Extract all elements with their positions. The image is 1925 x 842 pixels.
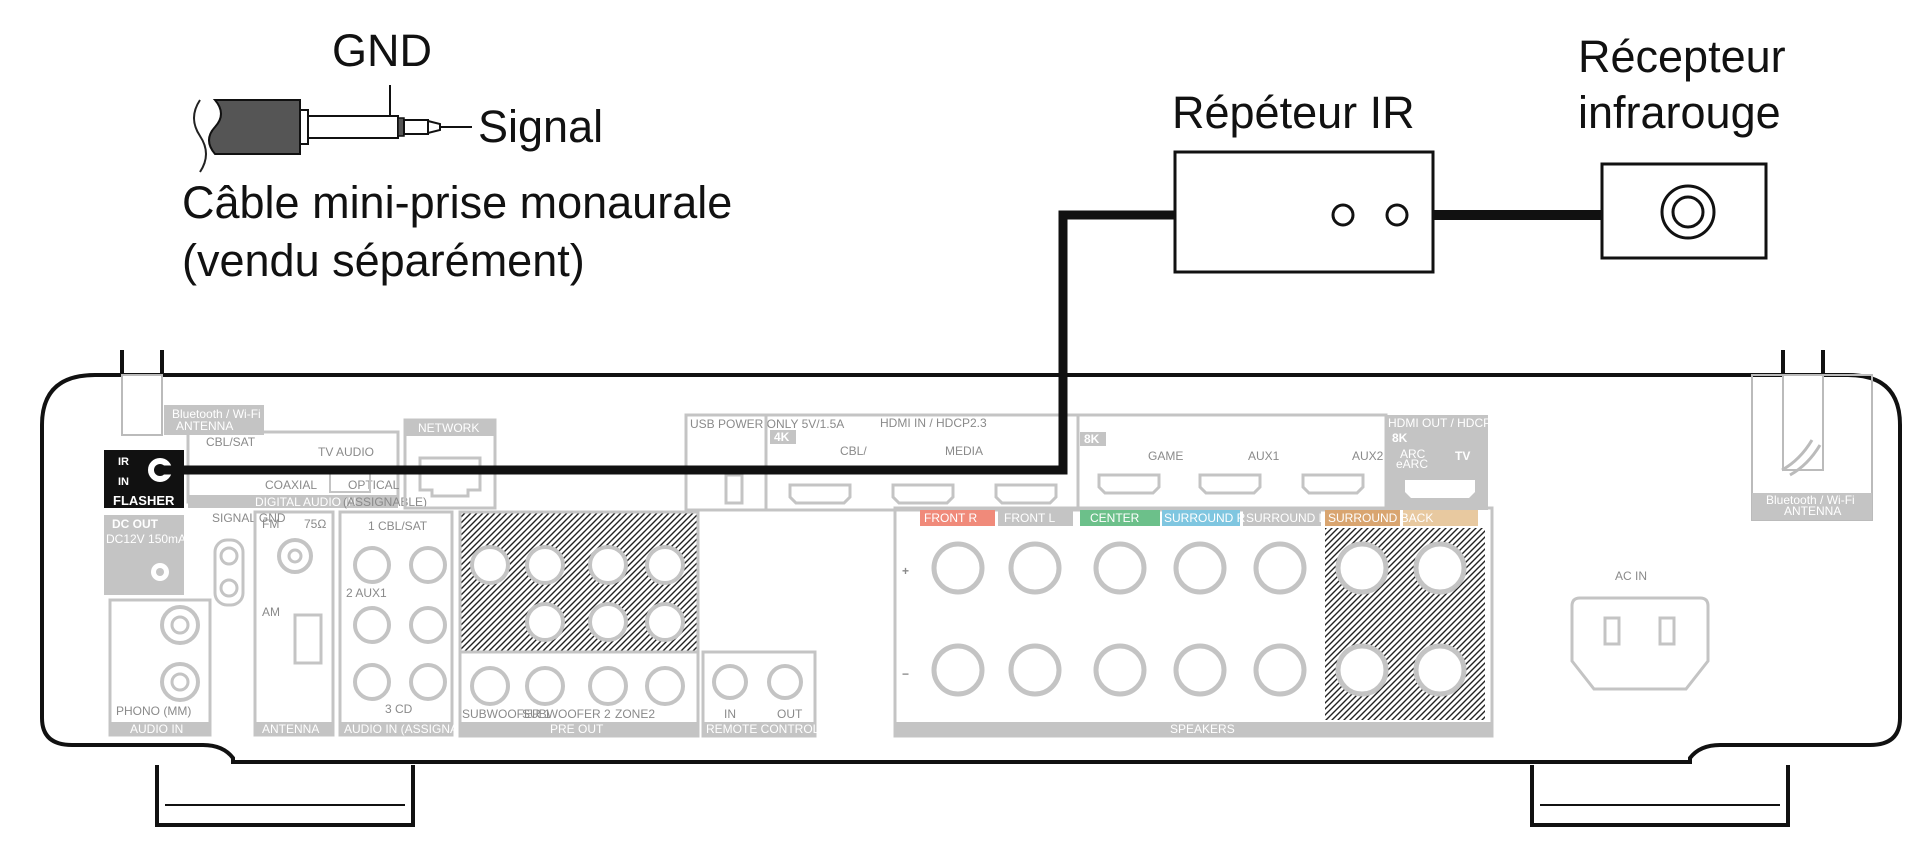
front-l-label: FRONT L: [1004, 511, 1055, 525]
pre-out-label: PRE OUT: [550, 722, 604, 736]
badge-8k-out: 8K: [1392, 431, 1408, 445]
arc-label: ARC: [1400, 447, 1426, 461]
flasher-label: FLASHER: [113, 493, 175, 508]
hdmi-out-label: HDMI OUT / HDCP2.3: [1388, 416, 1508, 430]
repeater-label: Répéteur IR: [1172, 87, 1415, 138]
audio-in-3-label: 3 CD: [385, 702, 413, 716]
surround-l-label: SURROUND L: [1246, 511, 1326, 525]
remote-control-label: REMOTE CONTROL: [706, 722, 820, 736]
cable-caption-line2: (vendu séparément): [182, 235, 585, 286]
speaker-minus-label: −: [902, 667, 909, 681]
hdmi-aux2-label: AUX2: [1352, 449, 1384, 463]
mini-plug-illustration: [193, 85, 472, 173]
coaxial-label: COAXIAL: [265, 478, 317, 492]
digital-audio-in-label: DIGITAL AUDIO IN: [255, 495, 356, 509]
hdmi-cbl-label: CBL/: [840, 444, 867, 458]
repeater-port-2: [1385, 203, 1409, 227]
cbl-sat-label: CBL/SAT: [206, 435, 256, 449]
subwoofer2-label: SUBWOOFER 2: [522, 707, 611, 721]
bt-antenna-label-left: Bluetooth / Wi-Fi: [172, 407, 261, 421]
surround-r-label: SURROUND R: [1164, 511, 1246, 525]
phono-label: PHONO (MM): [116, 704, 191, 718]
tv-audio-label: TV AUDIO: [318, 445, 374, 459]
hdmi-game-label: GAME: [1148, 449, 1183, 463]
ac-in-label: AC IN: [1615, 569, 1647, 583]
rc-in-label: IN: [724, 707, 736, 721]
bt-antenna-label-right: Bluetooth / Wi-Fi: [1766, 493, 1855, 507]
ir-label: IR: [118, 456, 129, 468]
network-label: NETWORK: [418, 421, 479, 435]
audio-in-1-label: 1 CBL/SAT: [368, 519, 428, 533]
receiver-rear-panel: Bluetooth / Wi-Fi ANTENNA Bluetooth / Wi…: [40, 350, 1902, 827]
signal-gnd-label: SIGNAL GND: [212, 511, 286, 525]
receiver-label-line2: infrarouge: [1578, 87, 1781, 138]
center-label: CENTER: [1090, 511, 1140, 525]
receiver-label-line1: Récepteur: [1578, 31, 1786, 82]
hdmi-media-label: MEDIA: [945, 444, 983, 458]
hdmi-in-label: HDMI IN / HDCP2.3: [880, 416, 987, 430]
audio-in-assign-label: AUDIO IN (ASSIGNABLE): [344, 722, 485, 736]
bt-antenna-label-left-2: ANTENNA: [176, 419, 233, 433]
fm-ohm-label: 75Ω: [304, 517, 326, 531]
gnd-label: GND: [332, 25, 432, 76]
fm-label: FM: [262, 517, 279, 531]
am-label: AM: [262, 605, 280, 619]
zone2-label: ZONE2: [615, 707, 655, 721]
hdmi-aux1-label: AUX1: [1248, 449, 1280, 463]
signal-label: Signal: [478, 101, 603, 152]
speakers-label: SPEAKERS: [1170, 722, 1235, 736]
repeater-port-1: [1331, 203, 1355, 227]
hdmi-tv-label: TV: [1455, 449, 1470, 463]
flasher-to-repeater-cable: [160, 210, 1175, 475]
bt-antenna-label-right-2: ANTENNA: [1784, 504, 1841, 518]
earc-label: eARC: [1396, 457, 1428, 471]
antenna-label: ANTENNA: [262, 722, 319, 736]
speaker-plus-label: +: [902, 564, 909, 578]
badge-4k: 4K: [774, 430, 790, 444]
rc-out-label: OUT: [777, 707, 803, 721]
dc-spec-label: DC12V 150mA MAX.: [106, 532, 218, 546]
surround-back-label: SURROUND BACK: [1328, 511, 1433, 525]
audio-in-2-label: 2 AUX1: [346, 586, 387, 600]
cable-caption-line1: Câble mini-prise monaurale: [182, 177, 732, 228]
badge-8k-in: 8K: [1084, 432, 1100, 446]
dc-out-label: DC OUT: [112, 517, 159, 531]
subwoofer1-label: SUBWOOFER 1: [462, 707, 551, 721]
receiver-eye-inner: [1671, 195, 1705, 229]
front-r-label: FRONT R: [924, 511, 977, 525]
in-label: IN: [118, 476, 129, 488]
audio-in-label: AUDIO IN: [130, 722, 183, 736]
optical-label: OPTICAL: [348, 478, 400, 492]
